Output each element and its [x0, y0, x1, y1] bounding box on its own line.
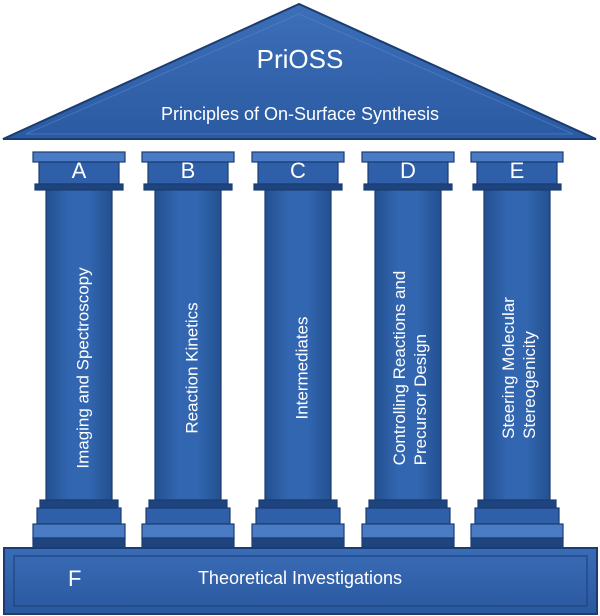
roof-inner-trim — [25, 13, 574, 135]
pillar-base-plinth — [251, 523, 345, 539]
pillar-capital-neck — [143, 183, 233, 191]
pillar-letter-a: A — [71, 158, 87, 183]
pillar-base-plinth — [470, 523, 564, 539]
pillar-base-foot — [470, 537, 564, 549]
pillar-base-ring — [477, 499, 557, 509]
pillar-base-foot — [251, 537, 345, 549]
pillar-shaft — [374, 189, 442, 501]
pillar-base-ring — [258, 499, 338, 509]
pillar-base-plinth — [361, 523, 455, 539]
pillar-label-e: Steering Molecular Stereogenicity — [499, 297, 539, 439]
pillar-base-foot — [141, 537, 235, 549]
pillar-base-plinth — [141, 523, 235, 539]
pillar-base-upper — [36, 507, 122, 525]
pillar-base-upper — [474, 507, 560, 525]
pillar-letter-e: E — [509, 158, 525, 183]
pillar-capital-neck — [472, 183, 562, 191]
pillar-capital-neck — [363, 183, 453, 191]
base-slab — [3, 547, 598, 615]
pillar-label-c: Intermediates — [292, 316, 312, 420]
roof-pediment — [2, 2, 597, 140]
diagram-subtitle: Principles of On-Surface Synthesis — [160, 104, 440, 124]
pillar-e — [470, 151, 564, 549]
pillar-base-foot — [32, 537, 126, 549]
pillar-label-a: Imaging and Spectroscopy — [73, 267, 93, 469]
pillar-base-upper — [365, 507, 451, 525]
pillar-letter-c: C — [290, 158, 306, 183]
pillar-shaft — [264, 189, 332, 501]
pillar-base-upper — [145, 507, 231, 525]
pillar-base-foot — [361, 537, 455, 549]
pillar-label-b: Reaction Kinetics — [182, 302, 202, 434]
diagram-title: PriOSS — [256, 44, 344, 74]
pillar-d — [361, 151, 455, 549]
pillar-base-plinth — [32, 523, 126, 539]
pillar-capital-neck — [34, 183, 124, 191]
pillar-base-ring — [148, 499, 228, 509]
pillar-base-ring — [39, 499, 119, 509]
pillar-b — [141, 151, 235, 549]
pillar-label-d: Controlling Reactions and Precursor Desi… — [390, 270, 430, 466]
base-slab-inner — [13, 555, 588, 607]
base-label: Theoretical Investigations — [197, 568, 403, 588]
pillar-base-upper — [255, 507, 341, 525]
pillar-c — [251, 151, 345, 549]
pillar-base-ring — [368, 499, 448, 509]
pillar-letter-b: B — [180, 158, 196, 183]
pillar-letter-d: D — [400, 158, 416, 183]
base-letter: F — [68, 566, 82, 591]
pillar-shaft — [483, 189, 551, 501]
pillar-capital-neck — [253, 183, 343, 191]
